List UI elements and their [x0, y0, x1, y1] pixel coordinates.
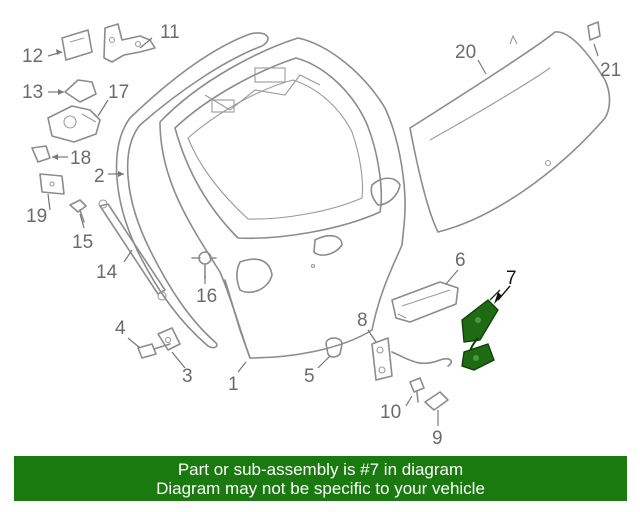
info-banner: Part or sub-assembly is #7 in diagram Di… [14, 456, 627, 501]
clip-part-21 [587, 21, 601, 41]
callout-13: 13 [22, 82, 43, 103]
callout-6: 6 [455, 250, 466, 271]
callout-20: 20 [455, 42, 476, 63]
strut-part-14 [98, 199, 167, 301]
callout-7: 7 [506, 268, 517, 289]
banner-line-2: Diagram may not be specific to your vehi… [156, 479, 485, 498]
liftgate-part-1 [159, 37, 406, 359]
bolt-part-4 [137, 343, 171, 359]
screw-part-10 [409, 377, 425, 403]
callout-12: 12 [22, 46, 43, 67]
callout-8: 8 [357, 310, 368, 331]
leader-arrowheads [52, 49, 124, 177]
parts-diagram: 1 2 3 4 5 6 7 8 9 10 11 12 13 14 15 16 1… [22, 21, 621, 449]
actuator-part-7-highlighted [461, 289, 501, 371]
callout-21: 21 [600, 60, 621, 81]
callout-11: 11 [160, 22, 180, 43]
bumper-part-18 [31, 145, 51, 163]
weatherstrip-part-2 [115, 32, 269, 349]
callout-labels: 1 2 3 4 5 6 7 8 9 10 11 12 13 14 15 16 1… [22, 22, 621, 449]
callout-15: 15 [72, 232, 93, 253]
callout-19: 19 [26, 206, 47, 227]
ball-stud-part-16 [191, 251, 217, 279]
callout-16: 16 [196, 286, 217, 307]
latch-part-8 [371, 337, 452, 381]
clip-part-9 [424, 391, 449, 411]
striker-part-3 [157, 327, 181, 351]
stud-part-15 [69, 199, 87, 223]
motor-part-17 [47, 105, 101, 143]
handle-part-6 [391, 281, 459, 323]
part-12 [61, 29, 93, 61]
banner-line-1: Part or sub-assembly is #7 in diagram [177, 460, 464, 479]
callout-18: 18 [70, 148, 91, 169]
callout-9: 9 [432, 428, 443, 449]
callout-10: 10 [380, 402, 401, 423]
bracket-part-13 [64, 79, 97, 103]
hinge-part-11 [103, 23, 156, 63]
callout-14: 14 [96, 262, 118, 283]
callout-3: 3 [182, 366, 193, 387]
glass-part-20 [409, 31, 611, 233]
callout-5: 5 [304, 366, 315, 387]
callout-2: 2 [94, 166, 105, 187]
plate-part-19 [39, 173, 65, 195]
callout-1: 1 [228, 374, 239, 395]
callout-17: 17 [108, 82, 129, 103]
callout-4: 4 [115, 318, 126, 339]
